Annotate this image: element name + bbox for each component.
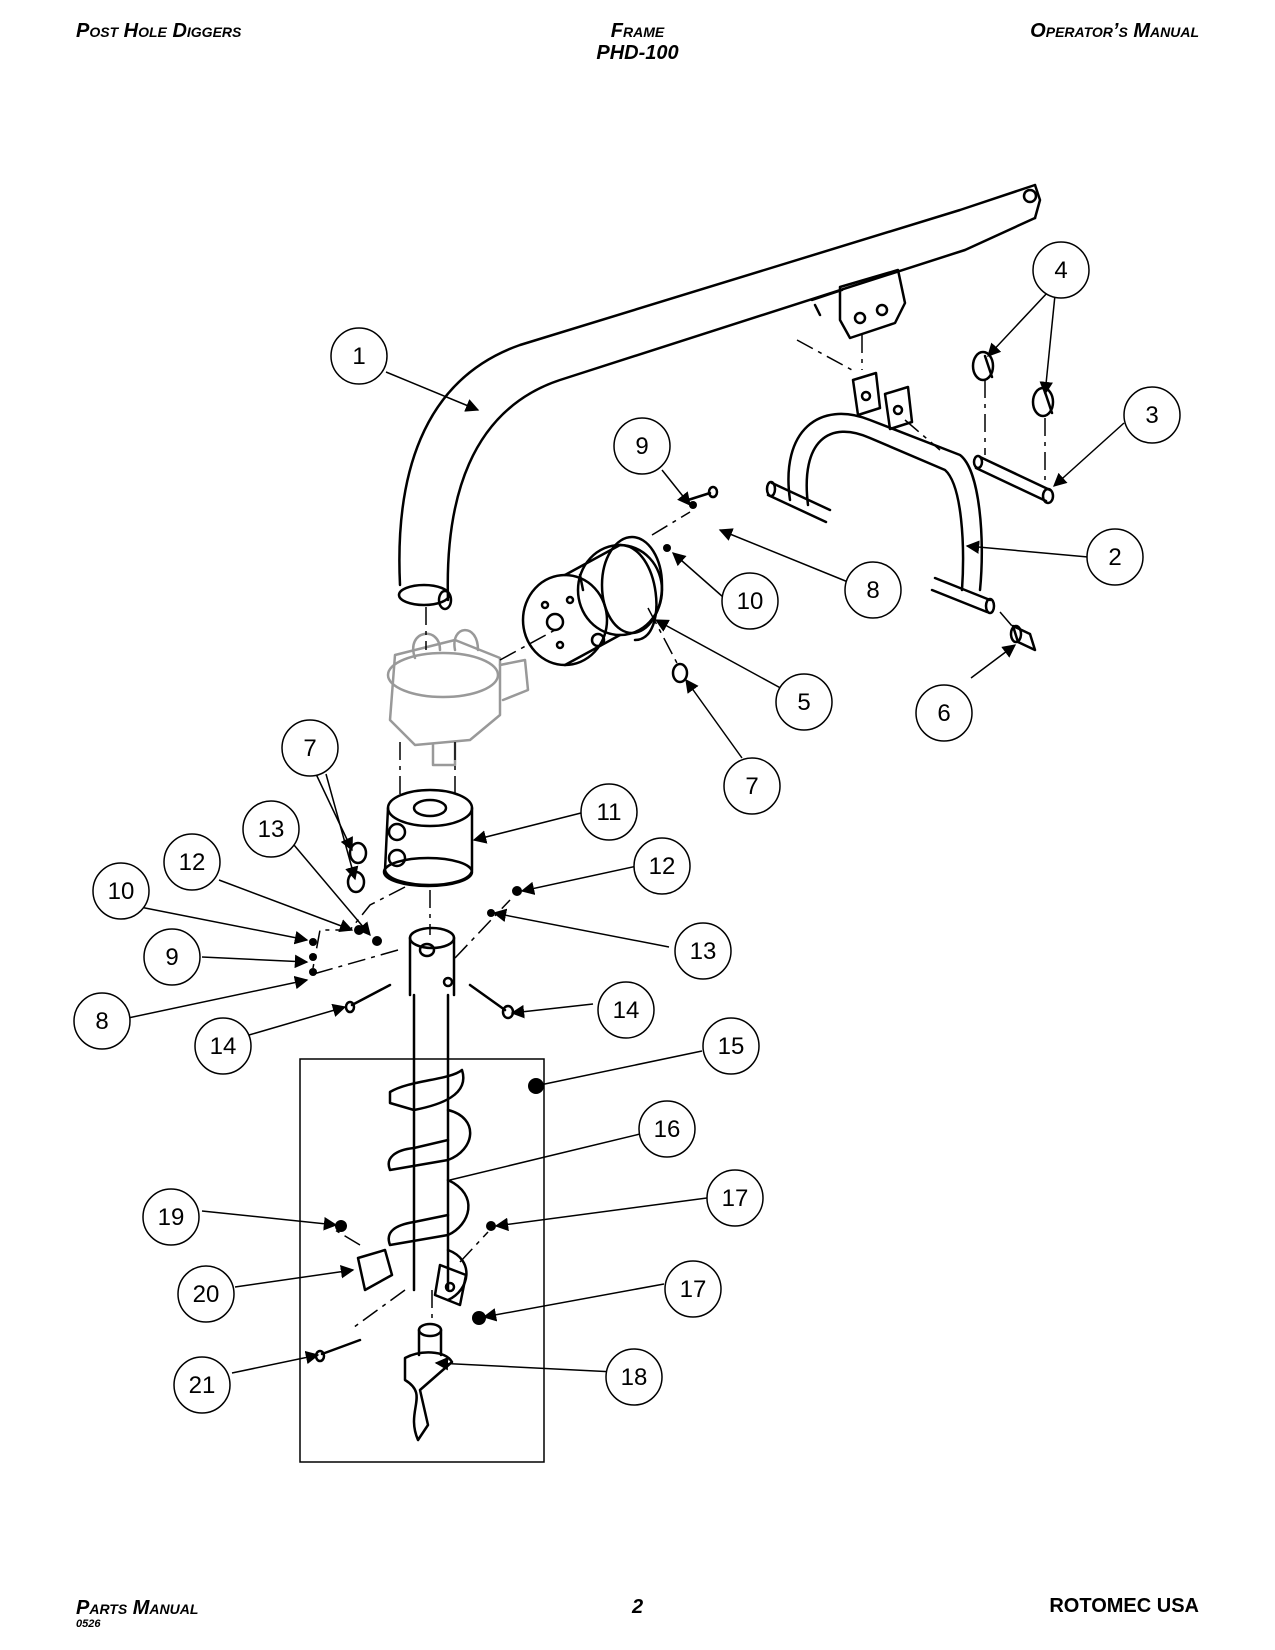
callout-15: 15 <box>702 1017 760 1075</box>
callout-4: 4 <box>1032 241 1090 299</box>
svg-text:21: 21 <box>189 1372 216 1399</box>
parts-drawing <box>314 183 1055 1442</box>
callout-21: 21 <box>173 1356 231 1414</box>
svg-text:15: 15 <box>718 1033 745 1060</box>
svg-text:7: 7 <box>745 773 758 800</box>
svg-text:19: 19 <box>158 1204 185 1231</box>
svg-text:14: 14 <box>210 1033 237 1060</box>
svg-text:5: 5 <box>797 689 810 716</box>
footer-company: ROTOMEC USA <box>1049 1595 1199 1617</box>
svg-text:8: 8 <box>95 1008 108 1035</box>
svg-text:9: 9 <box>635 433 648 460</box>
callout-11: 11 <box>580 783 638 841</box>
hardware <box>314 485 719 1363</box>
auger-flighting <box>387 1068 472 1307</box>
svg-text:12: 12 <box>179 849 206 876</box>
model-number: PHD-100 <box>596 42 679 64</box>
svg-text:8: 8 <box>866 577 879 604</box>
ring <box>346 870 366 894</box>
callout-13a: 13 <box>242 800 300 858</box>
svg-text:10: 10 <box>737 588 764 615</box>
center-lines <box>309 335 1046 1331</box>
callout-13b: 13 <box>674 922 732 980</box>
adapter-cylinder <box>521 535 664 667</box>
callout-18: 18 <box>605 1348 663 1406</box>
svg-text:1: 1 <box>352 343 365 370</box>
leader-lines <box>127 291 1125 1374</box>
svg-text:11: 11 <box>597 799 622 826</box>
pilot-bit <box>403 1322 454 1442</box>
svg-text:18: 18 <box>621 1364 648 1391</box>
frame-arm <box>397 183 1042 611</box>
svg-text:14: 14 <box>613 997 640 1024</box>
callout-5: 5 <box>775 673 833 731</box>
svg-text:17: 17 <box>680 1276 707 1303</box>
svg-text:3: 3 <box>1145 402 1158 429</box>
svg-text:6: 6 <box>937 700 950 727</box>
svg-text:13: 13 <box>690 938 717 965</box>
svg-text:12: 12 <box>649 853 676 880</box>
callout-14a: 14 <box>597 981 655 1039</box>
callout-3: 3 <box>1123 386 1181 444</box>
coupling <box>382 788 474 888</box>
ring <box>348 841 368 865</box>
callout-10b: 10 <box>92 862 150 920</box>
callout-12b: 12 <box>633 837 691 895</box>
svg-text:20: 20 <box>193 1281 220 1308</box>
header-center-title: Frame PHD-100 <box>0 20 1275 64</box>
callout-17a: 17 <box>706 1169 764 1227</box>
callout-19: 19 <box>142 1188 200 1246</box>
callout-2: 2 <box>1086 528 1144 586</box>
svg-text:10: 10 <box>108 878 135 905</box>
svg-text:9: 9 <box>165 944 178 971</box>
footer-code: 0526 <box>76 1618 101 1630</box>
page-number: 2 <box>631 1596 644 1618</box>
callout-10a: 10 <box>721 572 779 630</box>
svg-text:16: 16 <box>654 1116 681 1143</box>
auger-assembly-box <box>299 1058 545 1463</box>
callout-6: 6 <box>915 684 973 742</box>
callout-20: 20 <box>177 1265 235 1323</box>
callout-12a: 12 <box>163 833 221 891</box>
auger-tooth <box>356 1248 394 1292</box>
small-hardware-dots <box>309 501 697 1325</box>
callout-8b: 8 <box>73 992 131 1050</box>
callout-9b: 9 <box>143 928 201 986</box>
section-title: Frame <box>610 20 665 42</box>
callout-14b: 14 <box>194 1017 252 1075</box>
bushing <box>1009 624 1037 652</box>
header-right-title: Operator’s Manual <box>1030 20 1199 42</box>
callout-17b: 17 <box>664 1260 722 1318</box>
ring <box>671 662 689 684</box>
svg-text:2: 2 <box>1108 544 1121 571</box>
callout-8a: 8 <box>844 561 902 619</box>
callout-7a: 7 <box>281 719 339 777</box>
pin <box>972 454 1055 505</box>
callout-1: 1 <box>330 327 388 385</box>
callout-16: 16 <box>638 1100 696 1158</box>
gearbox <box>386 628 530 767</box>
svg-text:13: 13 <box>258 816 285 843</box>
callout-7b: 7 <box>723 757 781 815</box>
header-left-title: Post Hole Diggers <box>76 20 242 42</box>
callout-9a: 9 <box>613 417 671 475</box>
svg-text:4: 4 <box>1054 257 1067 284</box>
svg-text:17: 17 <box>722 1185 749 1212</box>
u-bracket <box>765 371 996 615</box>
svg-text:7: 7 <box>303 735 316 762</box>
footer-manual-title: Parts Manual <box>76 1597 199 1619</box>
